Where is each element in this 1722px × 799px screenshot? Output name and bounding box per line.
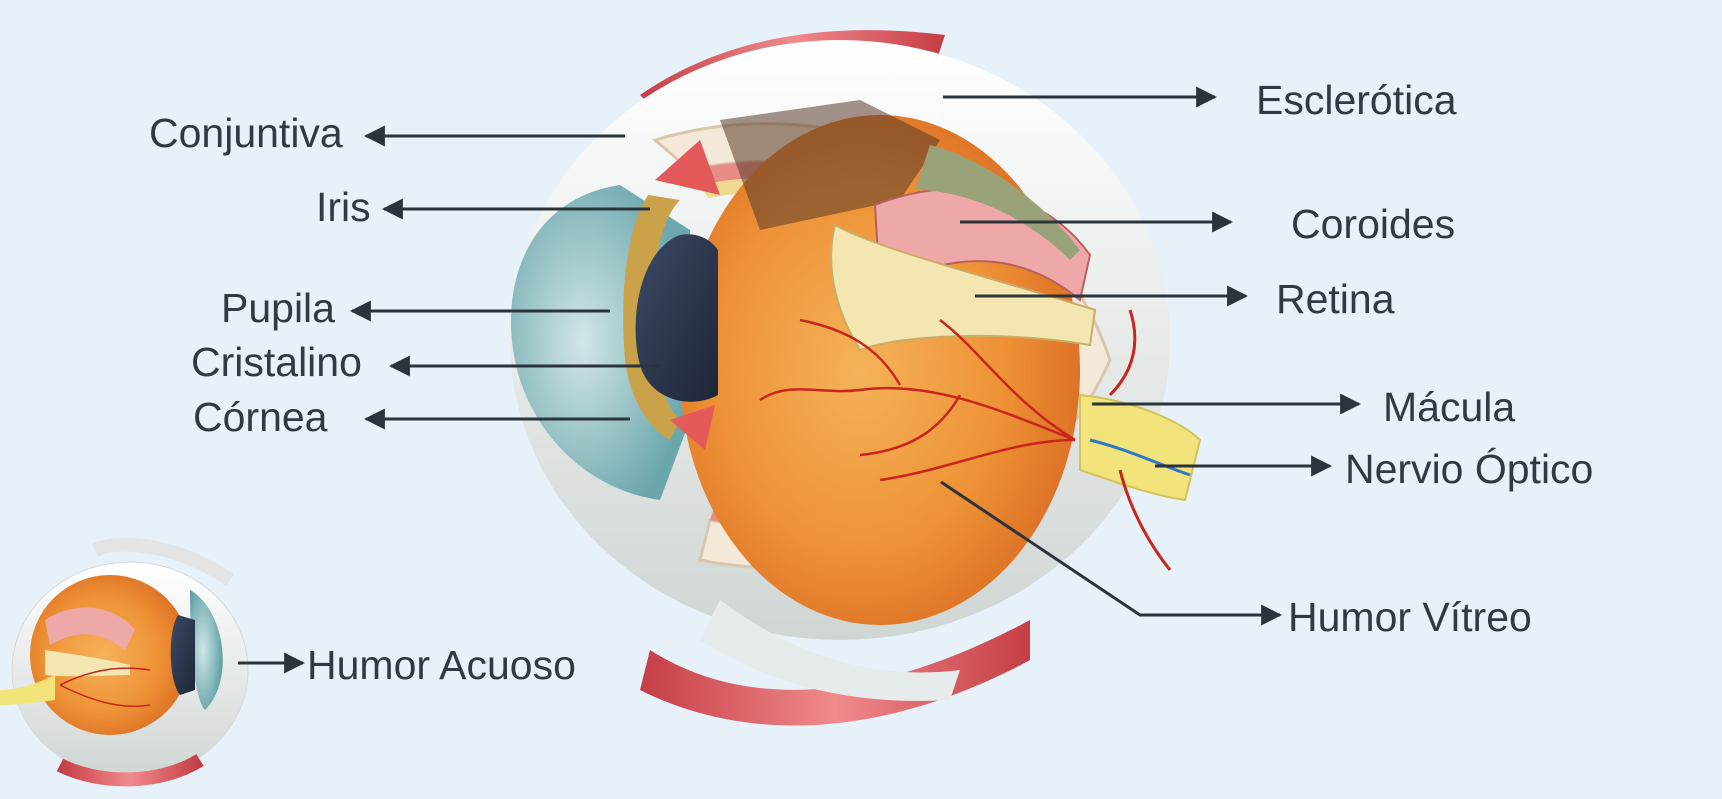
label-humor-acuoso: Humor Acuoso xyxy=(307,642,576,688)
leader-arrows xyxy=(238,86,1362,674)
ciliary-body-lower xyxy=(670,405,715,450)
label-macula: Mácula xyxy=(1383,384,1516,430)
label-esclerotica: Esclerótica xyxy=(1256,77,1457,123)
label-coroides: Coroides xyxy=(1291,201,1456,247)
label-cristalino: Cristalino xyxy=(191,339,362,385)
retina-surface xyxy=(915,145,1080,260)
label-cornea: Córnea xyxy=(193,394,328,440)
retinal-vessels xyxy=(759,318,1076,482)
crystalline-lens xyxy=(635,234,718,402)
label-iris: Iris xyxy=(316,184,371,230)
label-conjuntiva: Conjuntiva xyxy=(149,110,343,156)
retina-flap xyxy=(830,223,1097,352)
label-humor-vitreo: Humor Vítreo xyxy=(1288,594,1532,640)
arrow-humor-vitreo xyxy=(940,480,1283,626)
label-retina: Retina xyxy=(1276,276,1395,322)
label-pupila: Pupila xyxy=(221,285,335,331)
small-eye xyxy=(0,537,249,787)
posterior-chamber xyxy=(720,100,940,230)
main-eye xyxy=(510,30,1202,726)
external-vessels xyxy=(1108,309,1172,571)
inferior-tendon xyxy=(700,600,960,701)
label-nervio-optico: Nervio Óptico xyxy=(1345,446,1594,492)
ciliary-body xyxy=(655,140,720,195)
optic-vein xyxy=(1089,438,1191,477)
